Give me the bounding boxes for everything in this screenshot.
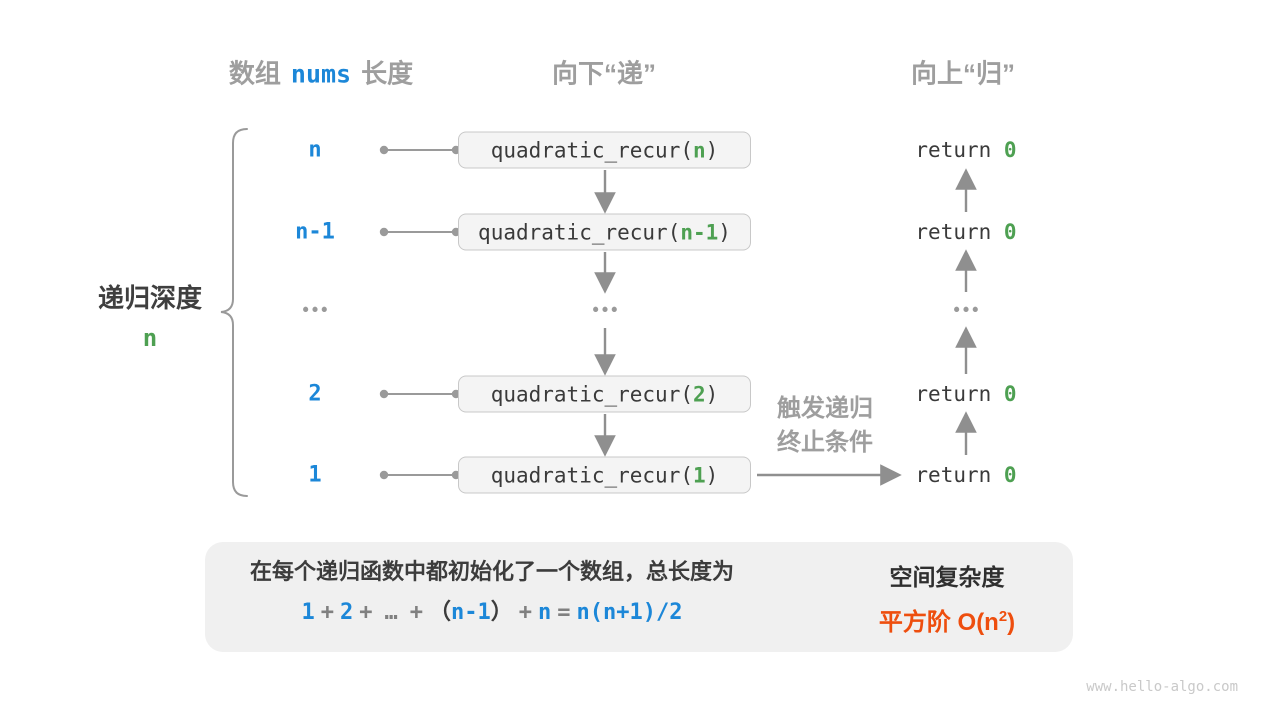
nums-code-word: nums [290, 59, 352, 89]
call-box: quadratic_recur(1) [458, 456, 751, 494]
return-value: 0 [1003, 220, 1017, 244]
call-box: quadratic_recur(n-1) [458, 213, 751, 251]
complexity-value: 平方阶 O(n2) [878, 609, 1016, 636]
ellipsis-returns: ••• [953, 299, 982, 320]
depth-brace [220, 128, 248, 497]
summary-description: 在每个递归函数中都初始化了一个数组，总长度为 [249, 559, 735, 584]
ellipsis-calls: ••• [592, 299, 621, 320]
return-value: 0 [1003, 138, 1017, 162]
row-label: n [308, 137, 322, 163]
summary-panel: 在每个递归函数中都初始化了一个数组，总长度为 1+2+…+（n-1）+n=n(n… [205, 542, 1073, 652]
return-statement: return 0 [915, 463, 1017, 487]
recursion-depth-label: 递归深度 n [98, 278, 202, 352]
row-label: 1 [308, 462, 322, 488]
call-text: quadratic_recur(n-1) [478, 220, 731, 244]
total-length-formula: 1+2+…+（n-1）+n=n(n+1)/2 [301, 600, 683, 625]
call-text: quadratic_recur(1) [490, 463, 719, 487]
call-arg: 1 [692, 463, 706, 487]
call-text: quadratic_recur(n) [490, 138, 719, 162]
call-text: quadratic_recur(2) [490, 382, 719, 406]
return-statement: return 0 [915, 138, 1017, 162]
call-box: quadratic_recur(2) [458, 375, 751, 413]
call-arg: n [692, 138, 706, 162]
header-return-up: 向上“归” [910, 58, 1016, 89]
site-watermark: www.hello-algo.com [1086, 679, 1238, 695]
summary-explanation: 在每个递归函数中都初始化了一个数组，总长度为 1+2+…+（n-1）+n=n(n… [250, 559, 734, 628]
call-arg: 2 [692, 382, 706, 406]
header-array-length-suffix: 长度 [361, 58, 414, 89]
recursion-depth-text: 递归深度 [97, 283, 203, 313]
terminate-condition-note: 触发递归 终止条件 [777, 395, 873, 456]
header-array-length: 数组 nums 长度 [229, 54, 413, 91]
complexity-result: 空间复杂度 平方阶 O(n2) [879, 563, 1015, 638]
ellipsis-label: ••• [302, 299, 331, 320]
connector-line [379, 145, 461, 480]
header-array-length-prefix: 数组 [228, 58, 281, 89]
call-arg: n-1 [680, 220, 719, 244]
row-label: 2 [308, 381, 322, 407]
return-statement: return 0 [915, 382, 1017, 406]
return-value: 0 [1003, 382, 1017, 406]
return-value: 0 [1003, 463, 1017, 487]
header-recurse-down: 向下“递” [551, 58, 657, 89]
complexity-title: 空间复杂度 [889, 564, 1005, 590]
return-statement: return 0 [915, 220, 1017, 244]
call-box: quadratic_recur(n) [458, 131, 751, 169]
recursion-depth-value: n [142, 324, 158, 352]
row-label: n-1 [295, 219, 335, 245]
